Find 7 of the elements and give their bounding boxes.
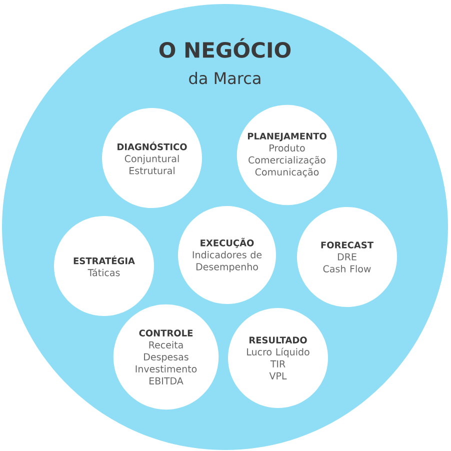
circle-node: EXECUÇÃO Indicadores de Desempenho (178, 206, 276, 304)
circle-node: ESTRATÉGIA Táticas (54, 216, 154, 316)
circle-node: DIAGNÓSTICO Conjuntural Estrutural (102, 108, 202, 208)
circle-node: PLANEJAMENTO Produto Comercialização Comunicação (236, 104, 338, 206)
circle-node: CONTROLE Receita Despesas Investimento EBITDA (113, 304, 219, 410)
circle-node: FORECAST DRE Cash Flow (297, 207, 397, 307)
circle-node: RESULTADO Lucro Líquido TIR VPL (228, 308, 328, 408)
